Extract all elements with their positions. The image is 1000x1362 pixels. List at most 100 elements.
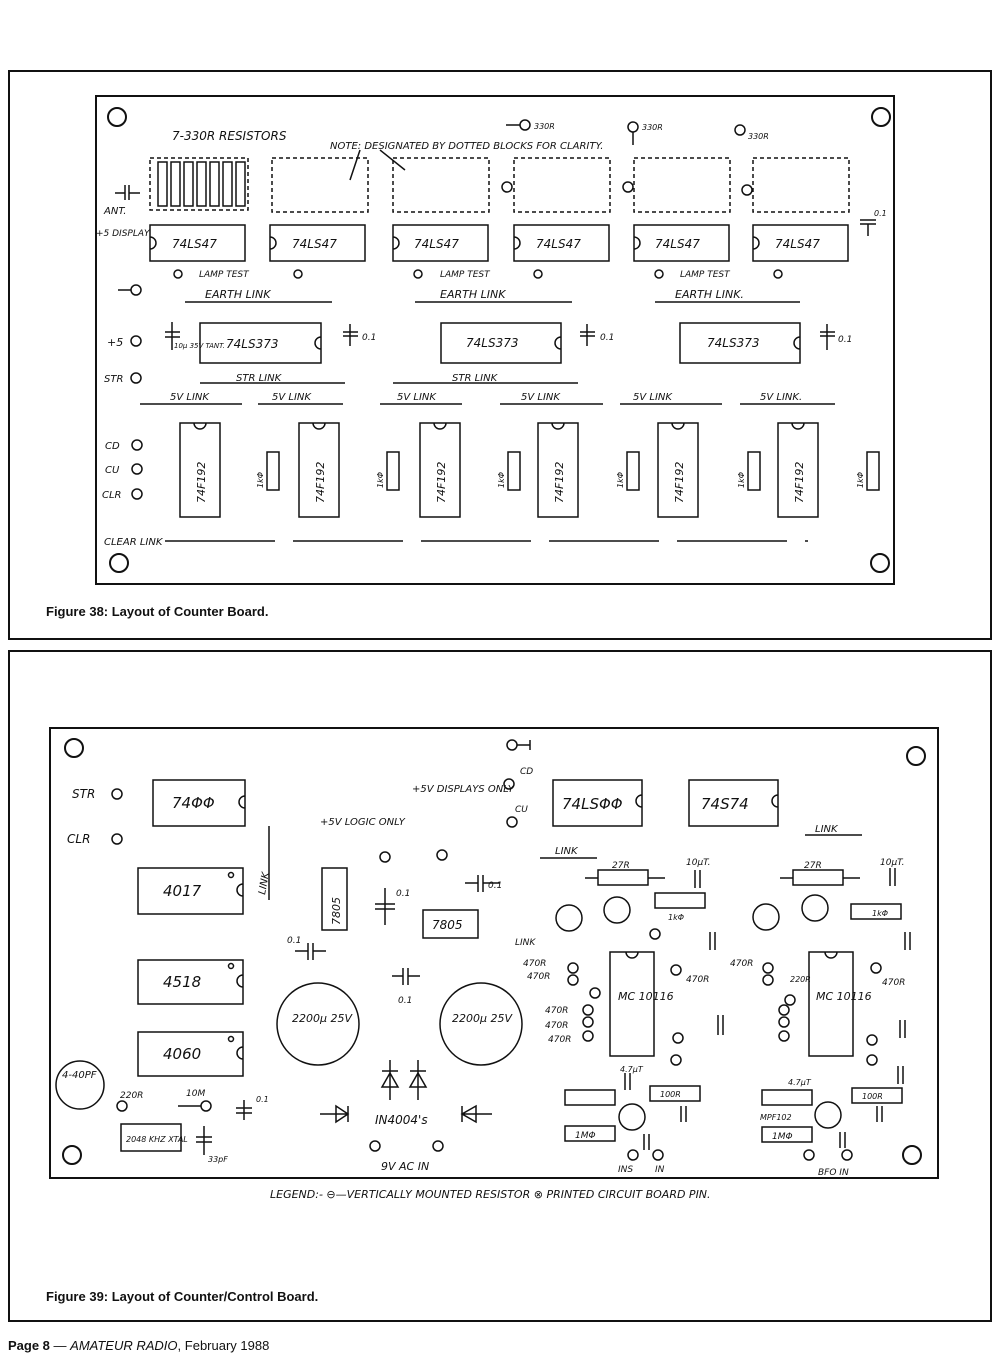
r1k-label: 1kΦ [668,913,684,922]
ic-mc10116 [609,951,655,1057]
mount-hole [871,107,891,127]
link5v-label: 5V LINK. [760,392,802,403]
plus5-display-label: +5 DISPLAY [96,229,151,239]
display-block [633,157,731,213]
link-label: LINK [555,846,579,857]
mpf-label: MPF102 [760,1113,792,1122]
ic-4060 [137,1031,244,1077]
figure-38-board: 7-330R RESISTORS NOTE: DESIGNATED BY DOT… [95,95,895,585]
resistor-pack [149,157,249,211]
earth-link-label: EARTH LINK [440,288,506,301]
c10u-label: 10µT. [880,858,904,868]
r1k-label: 1kΦ [856,472,865,488]
cap-label: 2200µ 25V [292,1012,353,1025]
c47u-label: 4.7µT [620,1065,644,1074]
tant-label: 10µ 35V TANT. [174,342,225,350]
ic-74ls373 [679,322,801,364]
mount-hole [62,1145,82,1165]
cap-label: 0.1 [287,936,301,946]
mount-hole [870,553,890,573]
display-block [752,157,850,213]
display-block [513,157,611,213]
ic-label: 74LS373 [466,336,518,350]
r330-label: 330R [748,132,769,141]
diodes-label: IN4004's [375,1113,428,1127]
r1k-label: 1kΦ [737,472,746,488]
electrolytic-cap [439,982,523,1066]
r470-label: 470R [730,959,753,969]
ic-label: 74F192 [793,462,806,503]
ic-label: 74S74 [701,795,749,813]
lamp-test-label: LAMP TEST [199,270,250,280]
ic-74ls47 [392,224,489,262]
trim-label: 4-40PF [62,1070,97,1081]
display-block [271,157,369,213]
r330-label: 330R [534,122,555,131]
ic-74f192 [777,422,819,518]
clear-link-label: CLEAR LINK [104,537,164,548]
r470-label: 470R [523,959,546,969]
earth-link-label: EARTH LINK [205,288,271,301]
ant-label: ANT. [103,206,126,217]
r470-label: 470R [882,978,905,988]
mount-hole [107,107,127,127]
r220-label: 220R [120,1091,143,1101]
ic-label: 74LS373 [226,337,278,351]
legend-label: LEGEND:- ⊖—VERTICALLY MOUNTED RESISTOR ⊗… [270,1188,711,1201]
link5v-label: 5V LINK [633,392,673,403]
page-footer: Page 8 — AMATEUR RADIO, February 1988 [8,1338,269,1353]
r1k-label: 1kΦ [256,472,265,488]
cap-label: 0.1 [874,209,887,218]
r1m-label: 1MΦ [772,1132,793,1142]
lamp-test-label: LAMP TEST [440,270,491,280]
figure-38-frame [8,70,992,640]
cap-label: 0.1 [396,889,410,899]
ic-74f192 [298,422,340,518]
link-label: LINK [515,938,536,948]
ins-label: INS [618,1165,633,1175]
cap-label: 0.1 [398,996,412,1006]
acin-label: 9V AC IN [381,1160,429,1173]
r100-label: 100R [660,1090,681,1099]
xtal-label: 2048 KHZ XTAL [126,1135,188,1144]
r220-label: 220R [790,975,811,984]
ic-74f192 [657,422,699,518]
c10u-label: 10µT. [686,858,710,868]
reg-label: 7805 [330,897,343,925]
ic-label: 74LS47 [172,237,217,251]
ic-label: 74F192 [195,462,208,503]
ic-label: 4060 [163,1045,201,1063]
cu-label: CU [105,465,120,476]
link5v-label: 5V LINK [397,392,437,403]
resistor-27r [597,869,649,886]
ic-74ls47 [752,224,849,262]
ic-74ls47 [269,224,366,262]
ic-label: 74LS47 [414,237,459,251]
ic-label: 74LS47 [655,237,700,251]
clr-label: CLR [102,490,122,501]
resistor-1k [266,451,280,491]
c33-label: 33pF [208,1155,228,1164]
regulator-7805 [422,909,479,939]
ic-label: 74LS47 [292,237,337,251]
transistor [801,894,829,922]
str-label: STR [72,787,95,801]
ic-74ls373 [440,322,562,364]
plus5-label: +5 [107,336,123,349]
figure-39-caption: Figure 39: Layout of Counter/Control Boa… [46,1289,319,1304]
ic-label: 74LSΦΦ [562,795,623,813]
transistor [555,904,583,932]
publication-name: AMATEUR RADIO [70,1338,178,1353]
ic-label: 74LS373 [707,336,759,350]
r1k-label: 1kΦ [376,472,385,488]
link-label: LINK [815,824,839,835]
logic-only-label: +5V LOGIC ONLY [320,817,406,828]
ic-7400 [152,779,246,827]
resistor-1k [564,1089,616,1106]
link5v-label: 5V LINK [272,392,312,403]
cd-label: CD [105,441,120,452]
mc-label: MC 10116 [618,990,674,1003]
resistor-27r [792,869,844,886]
footer-separator: — [49,1338,71,1353]
r470-label: 470R [545,1006,568,1016]
